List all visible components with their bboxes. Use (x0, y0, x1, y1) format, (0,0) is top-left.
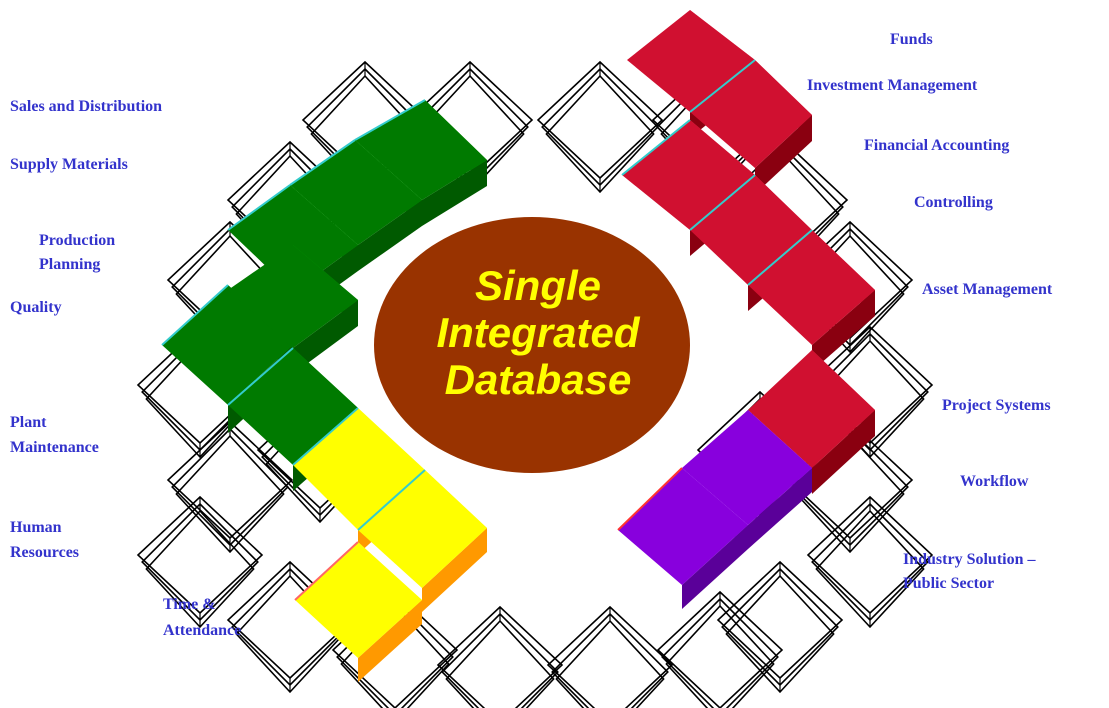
label-human-resources-line2: Resources (10, 544, 80, 561)
label-plant-maintenance-line1: Plant (10, 414, 47, 431)
green-block (289, 139, 422, 271)
center-line-2: Integrated (436, 309, 640, 356)
database-ellipse (374, 217, 690, 473)
label-production-planning-line2: Planning (39, 256, 101, 273)
module-blocks (161, 10, 875, 682)
red-block (689, 59, 812, 194)
purple-block (682, 410, 812, 549)
wireframe-cube (436, 605, 564, 708)
label-plant-maintenance-line2: Maintenance (10, 439, 99, 456)
red-block (748, 350, 875, 494)
center-title: Single Integrated Database (388, 262, 688, 403)
wireframe-cube (716, 560, 844, 694)
label-time-attendance-line2: Attendance (163, 622, 242, 639)
label-workflow: Workflow (960, 473, 1029, 490)
red-block (747, 229, 875, 371)
wireframe-cube (806, 495, 934, 629)
label-controlling: Controlling (914, 194, 993, 211)
wireframe-cube (536, 60, 664, 194)
label-human-resources-line1: Human (10, 519, 62, 536)
label-funds: Funds (890, 31, 933, 48)
label-financial-accounting: Financial Accounting (864, 137, 1010, 154)
wireframe-cube (136, 495, 264, 629)
center-line-1: Single (474, 262, 602, 309)
wireframe-cube (546, 605, 674, 708)
label-asset-management: Asset Management (922, 281, 1053, 298)
label-project-systems: Project Systems (942, 397, 1051, 414)
label-industry-solution-line2: Public Sector (903, 575, 995, 592)
green-block (228, 245, 358, 374)
center-line-3: Database (444, 356, 632, 403)
label-sales-distribution: Sales and Distribution (10, 98, 163, 115)
green-block (354, 99, 487, 226)
purple-block (617, 467, 748, 609)
label-production-planning-line1: Production (39, 232, 116, 249)
label-industry-solution-line1: Industry Solution – (903, 551, 1036, 568)
yellow-block (357, 469, 487, 612)
label-quality: Quality (10, 299, 62, 316)
label-time-attendance-line1: Time & (163, 596, 216, 613)
wireframe-cube (166, 420, 294, 554)
label-investment-management: Investment Management (807, 77, 978, 94)
wireframe-cube (656, 590, 784, 708)
label-supply-materials: Supply Materials (10, 156, 128, 173)
yellow-block (294, 541, 422, 682)
